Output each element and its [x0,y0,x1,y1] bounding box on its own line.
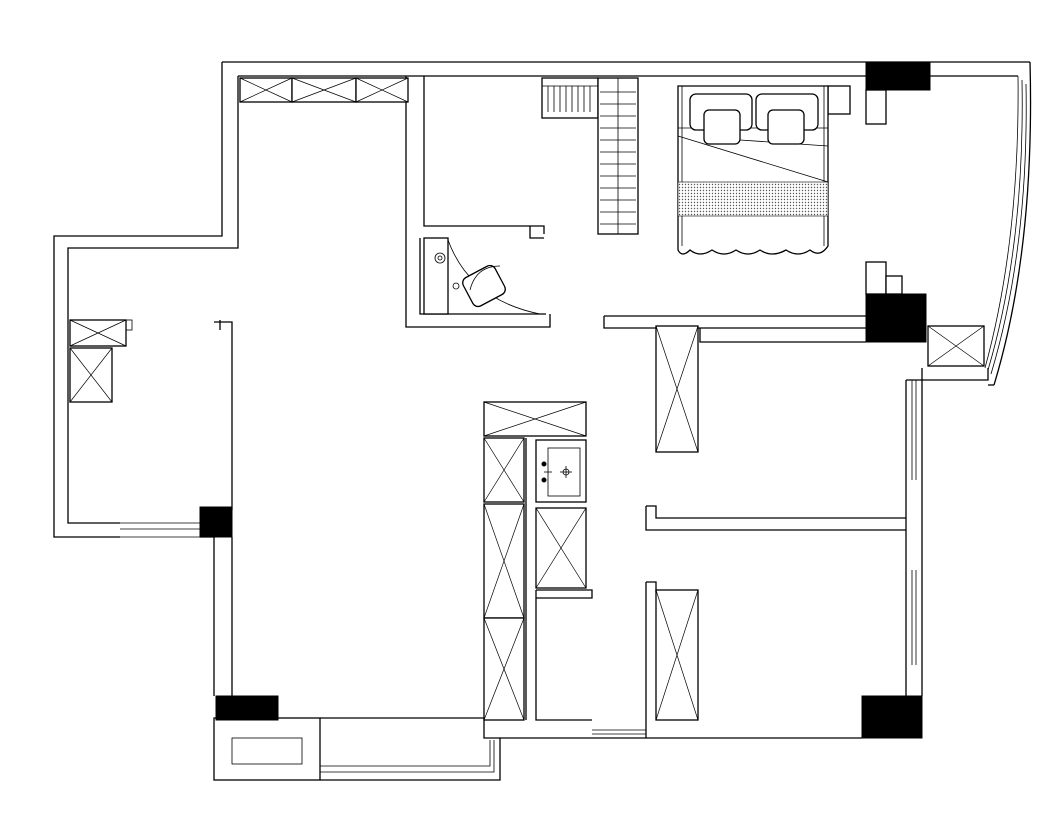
interior-walls [405,76,906,738]
pillow-right [755,93,819,145]
pillow-left [689,93,753,145]
left-cabinets [69,319,133,403]
top-cabinets [239,77,409,103]
bedroom-wardrobes [655,325,699,721]
bay-window [927,325,985,367]
washbasin [535,439,587,503]
nightstand [827,85,851,115]
wardrobe-shelves [600,91,636,225]
desk [423,237,460,315]
office-chair [462,264,506,308]
center-closets [483,401,587,721]
exterior-walls [53,61,1032,781]
wardrobe [541,77,639,235]
structural-columns [199,61,931,739]
